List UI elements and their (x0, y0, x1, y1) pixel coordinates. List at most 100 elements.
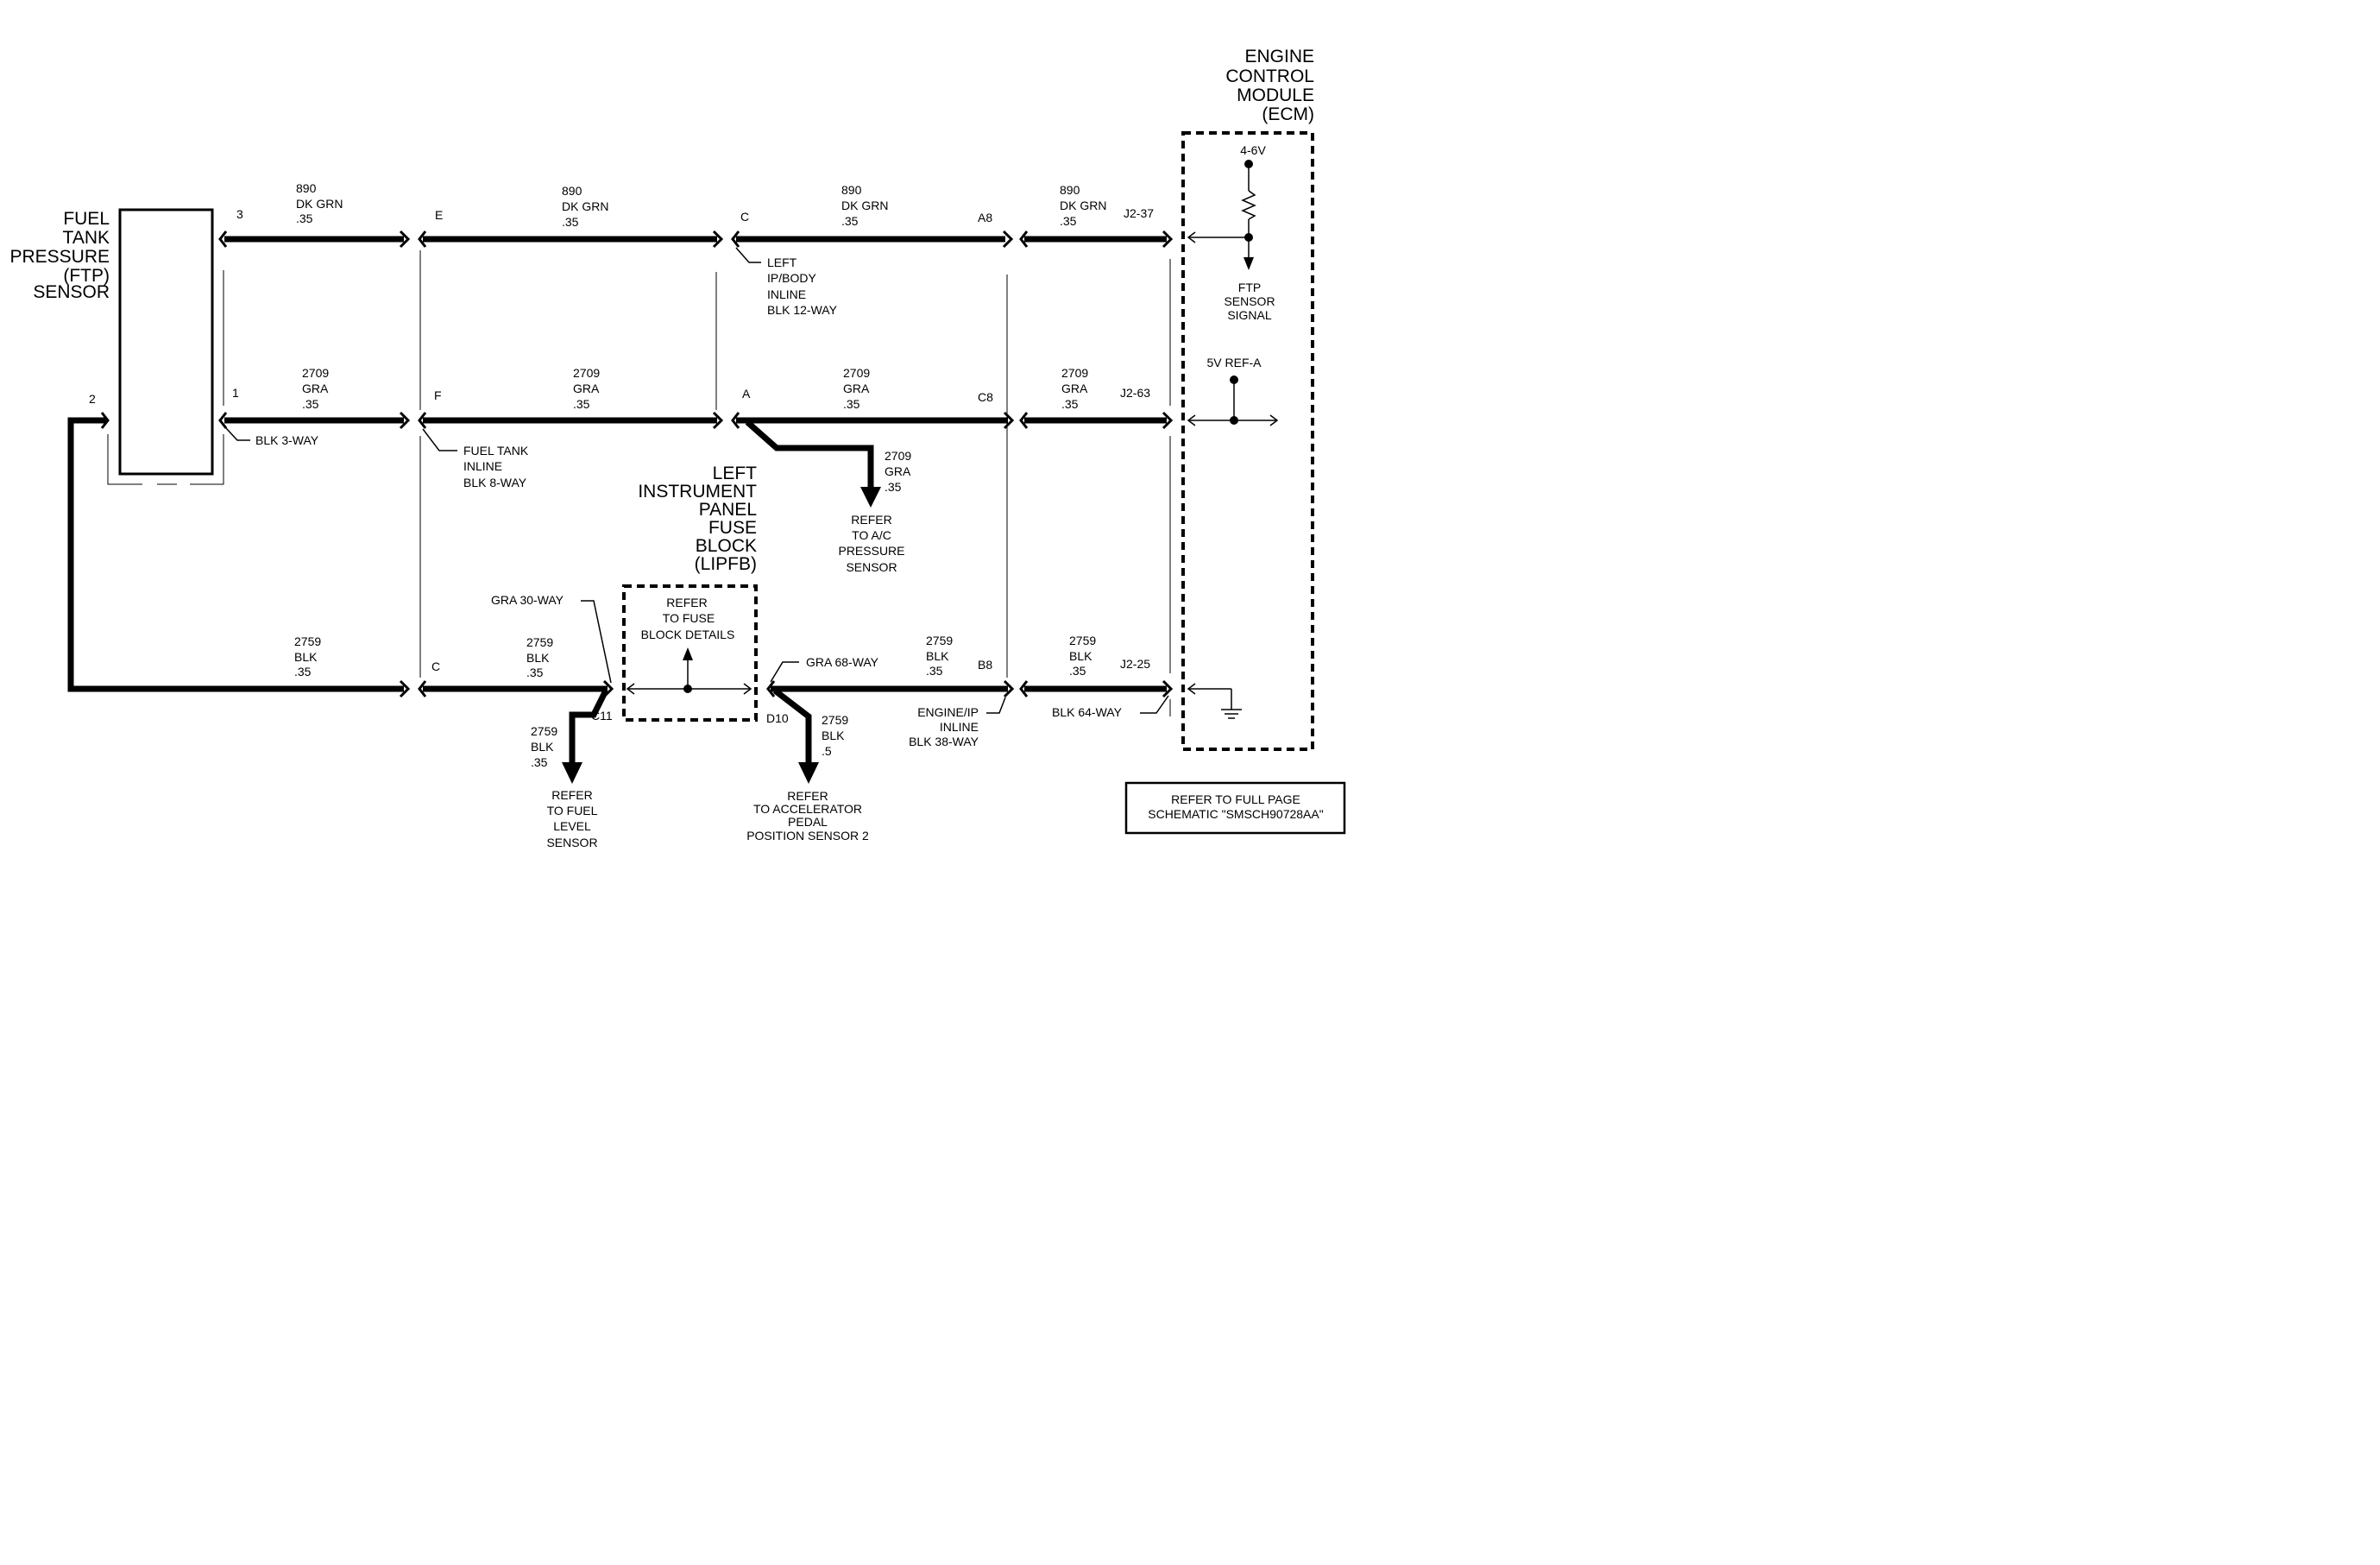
chevron (1162, 679, 1174, 698)
wire-890-num: 890 (562, 184, 582, 198)
wire-2709-num: 2709 (573, 366, 600, 380)
fuel-tank-inline-label-3: BLK 8-WAY (463, 476, 527, 489)
wire-2759-branch-fuel-level (569, 689, 609, 766)
chevron (399, 230, 411, 249)
pin-a8: A8 (978, 211, 992, 224)
wire-2759-color: BLK (294, 650, 318, 664)
lipfb-title-6: (LIPFB) (695, 554, 757, 574)
ftp-sensor: FUEL TANK PRESSURE (FTP) SENSOR 3 1 2 BL… (9, 207, 319, 485)
ip-body-inline-label-1: LEFT (767, 256, 797, 269)
ftp-sensor-title-1: FUEL (63, 209, 110, 229)
chevron (602, 679, 614, 698)
ecm-pin-j2-63: J2-63 (1120, 386, 1150, 400)
wire-2759-num: 2759 (531, 724, 557, 738)
ip-body-inline-connector: C A8 A C8 LEFT IP/BODY INLINE BLK 12-WAY (735, 210, 993, 404)
fuel-tank-inline-label-1: FUEL TANK (463, 444, 529, 458)
ecm-voltage: 4-6V (1240, 143, 1266, 157)
chevron (766, 680, 776, 697)
wire-2759-gauge: .35 (531, 755, 548, 769)
ecm-title-4: (ECM) (1262, 104, 1314, 124)
wire-2709-gauge: .35 (843, 397, 860, 411)
wire-890-num: 890 (1060, 183, 1080, 197)
connector-chevrons (100, 230, 1174, 698)
ecm-signal-label-3: SIGNAL (1227, 308, 1272, 322)
lipfb-refer-3: BLOCK DETAILS (641, 628, 735, 641)
wire-2709-num: 2709 (1061, 366, 1088, 380)
wire-890-color: DK GRN (841, 199, 888, 212)
wire-2759-gauge: .35 (926, 664, 943, 678)
pin-b8: B8 (978, 658, 992, 672)
pin-c-top: C (740, 210, 749, 224)
connector-guides (419, 250, 1171, 716)
wire-890-num: 890 (841, 183, 862, 197)
refer-fuel-3: LEVEL (553, 819, 591, 833)
wire-890-color: DK GRN (562, 199, 608, 213)
chevron (1003, 679, 1015, 698)
ecm-connector-leader (1140, 695, 1169, 714)
ip-body-inline-label-4: BLK 12-WAY (767, 303, 838, 317)
wire-2759-gauge: .35 (526, 666, 544, 679)
ecm-signal-label-1: FTP (1238, 281, 1261, 294)
ftp-connector-outline (107, 270, 224, 485)
gra68-leader (770, 661, 799, 683)
lipfb-gra30: GRA 30-WAY (491, 593, 564, 607)
ecm-title-2: CONTROL (1225, 66, 1314, 86)
wire-2759-branch-accel (772, 688, 812, 766)
arrow-ac (860, 487, 881, 508)
chevron (731, 230, 740, 248)
wire-2709-gauge: .35 (885, 480, 902, 494)
lipfb-title-5: BLOCK (696, 536, 757, 556)
chevron (218, 412, 228, 429)
wire-2759-num: 2759 (1069, 634, 1096, 647)
ecm-title-3: MODULE (1237, 85, 1314, 105)
ecm-pin-j2-25: J2-25 (1120, 657, 1150, 671)
full-page-reference-box (1124, 781, 1346, 835)
lipfb: LEFT INSTRUMENT PANEL FUSE BLOCK (LIPFB)… (491, 464, 879, 725)
wire-2709-color: GRA (573, 382, 600, 395)
full-page-reference-line-2: SCHEMATIC "SMSCH90728AA" (1148, 807, 1323, 821)
full-page-reference-line-1: REFER TO FULL PAGE (1171, 792, 1300, 806)
wire-2759-gauge: .35 (1069, 664, 1086, 678)
wire-2759-color: BLK (822, 729, 845, 742)
chevron (712, 411, 724, 430)
wire-2759-gauge: .35 (294, 665, 312, 678)
wire-2709-gauge: .35 (1061, 397, 1079, 411)
wire-2759-num: 2759 (526, 635, 553, 649)
wire-2759-num: 2759 (294, 634, 321, 648)
ecm-title-1: ENGINE (1244, 47, 1314, 66)
lipfb-refer-1: REFER (666, 596, 707, 609)
wire-labels-2759: 2759 BLK .35 2759 BLK .35 2759 BLK .35 2… (294, 634, 1096, 769)
engine-ip-inline-connector: B8 ENGINE/IP INLINE BLK 38-WAY (909, 658, 1006, 748)
lipfb-gra68: GRA 68-WAY (806, 655, 879, 669)
refer-notes: REFER TO A/C PRESSURE SENSOR REFER TO FU… (546, 513, 904, 849)
wire-2709-gauge: .35 (302, 397, 319, 411)
wire-2759-seg1 (67, 417, 404, 692)
arrow-accel (798, 762, 819, 784)
branch-arrows (562, 487, 881, 784)
chevron (100, 412, 110, 429)
wire-2709-num: 2709 (843, 366, 870, 380)
pin-c8: C8 (978, 390, 993, 404)
arrow-left-icon (1187, 683, 1196, 695)
chevron (1162, 411, 1174, 430)
arrow-left-icon (626, 683, 635, 695)
chevron (399, 679, 411, 698)
junction-dot (683, 685, 692, 693)
ip-body-inline-label-3: INLINE (767, 287, 806, 301)
pin-f: F (434, 388, 442, 402)
fuel-tank-inline-connector: E F C FUEL TANK INLINE BLK 8-WAY (422, 208, 529, 673)
wire-2759-num: 2759 (822, 713, 848, 727)
chevron (418, 412, 427, 429)
refer-accel-4: POSITION SENSOR 2 (746, 829, 869, 842)
wire-labels-2709: 2709 GRA .35 2709 GRA .35 2709 GRA .35 2… (302, 366, 1088, 494)
ftp-sensor-title-5: SENSOR (33, 282, 110, 302)
wire-labels-890: 890 DK GRN .35 890 DK GRN .35 890 DK GRN… (296, 181, 1106, 229)
chevron (399, 411, 411, 430)
wire-890-num: 890 (296, 181, 317, 195)
arrow-right-icon (1269, 414, 1279, 426)
refer-ac-3: PRESSURE (838, 544, 904, 558)
wire-2759-num: 2759 (926, 634, 953, 647)
ftp-sensor-title-2: TANK (63, 228, 110, 248)
wire-890-color: DK GRN (296, 197, 343, 211)
resistor-icon (1241, 190, 1256, 220)
